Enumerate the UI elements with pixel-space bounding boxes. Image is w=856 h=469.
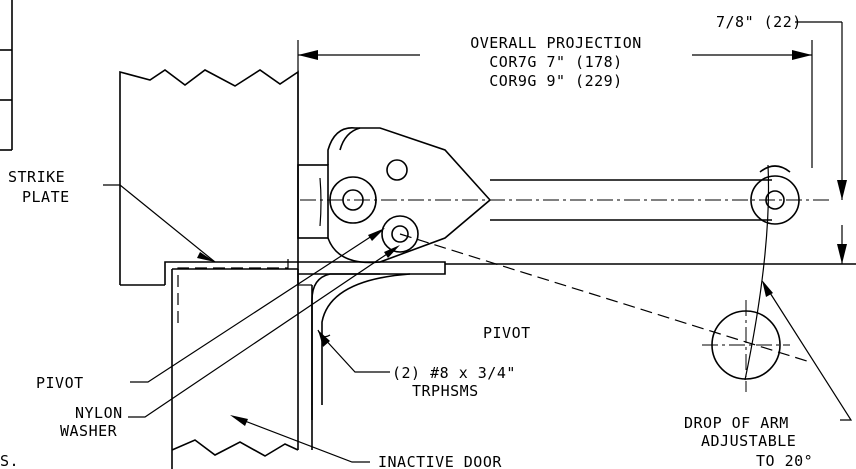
closer-body	[297, 127, 492, 264]
strike-plate-label-1: STRIKE	[8, 168, 65, 186]
drop-of-arm-label-3: TO 20°	[756, 452, 813, 469]
overall-projection-label: OVERALL PROJECTION	[470, 34, 642, 52]
nylon-washer-label-1: NYLON	[75, 404, 123, 422]
offset-dimension-label: 7/8" (22)	[716, 13, 802, 31]
active-door	[119, 69, 299, 286]
cut-text-fragment: S.	[0, 452, 19, 469]
arm-drop-indicator	[399, 164, 811, 392]
table-fragment	[0, 0, 13, 151]
strike-plate	[164, 256, 446, 323]
projection-dimension	[297, 40, 813, 168]
offset-dimension	[795, 21, 847, 264]
inactive-door-label: INACTIVE DOOR	[378, 453, 502, 469]
bracket	[311, 273, 411, 420]
screws-label-1: (2) #8 x 3/4"	[392, 364, 516, 382]
drop-of-arm-label-1: DROP OF ARM	[684, 414, 789, 432]
pivot-center-label: PIVOT	[483, 324, 531, 342]
cor9g-label: COR9G 9" (229)	[489, 72, 622, 90]
screws-label-2: TRPHSMS	[412, 382, 479, 400]
pivot-left-label: PIVOT	[36, 374, 84, 392]
closer-arm	[300, 165, 830, 225]
leaders	[103, 184, 853, 463]
strike-plate-label-2: PLATE	[22, 188, 70, 206]
cor7g-label: COR7G 7" (178)	[489, 53, 622, 71]
nylon-washer-label-2: WASHER	[60, 422, 118, 440]
drop-of-arm-label-2: ADJUSTABLE	[701, 432, 796, 450]
